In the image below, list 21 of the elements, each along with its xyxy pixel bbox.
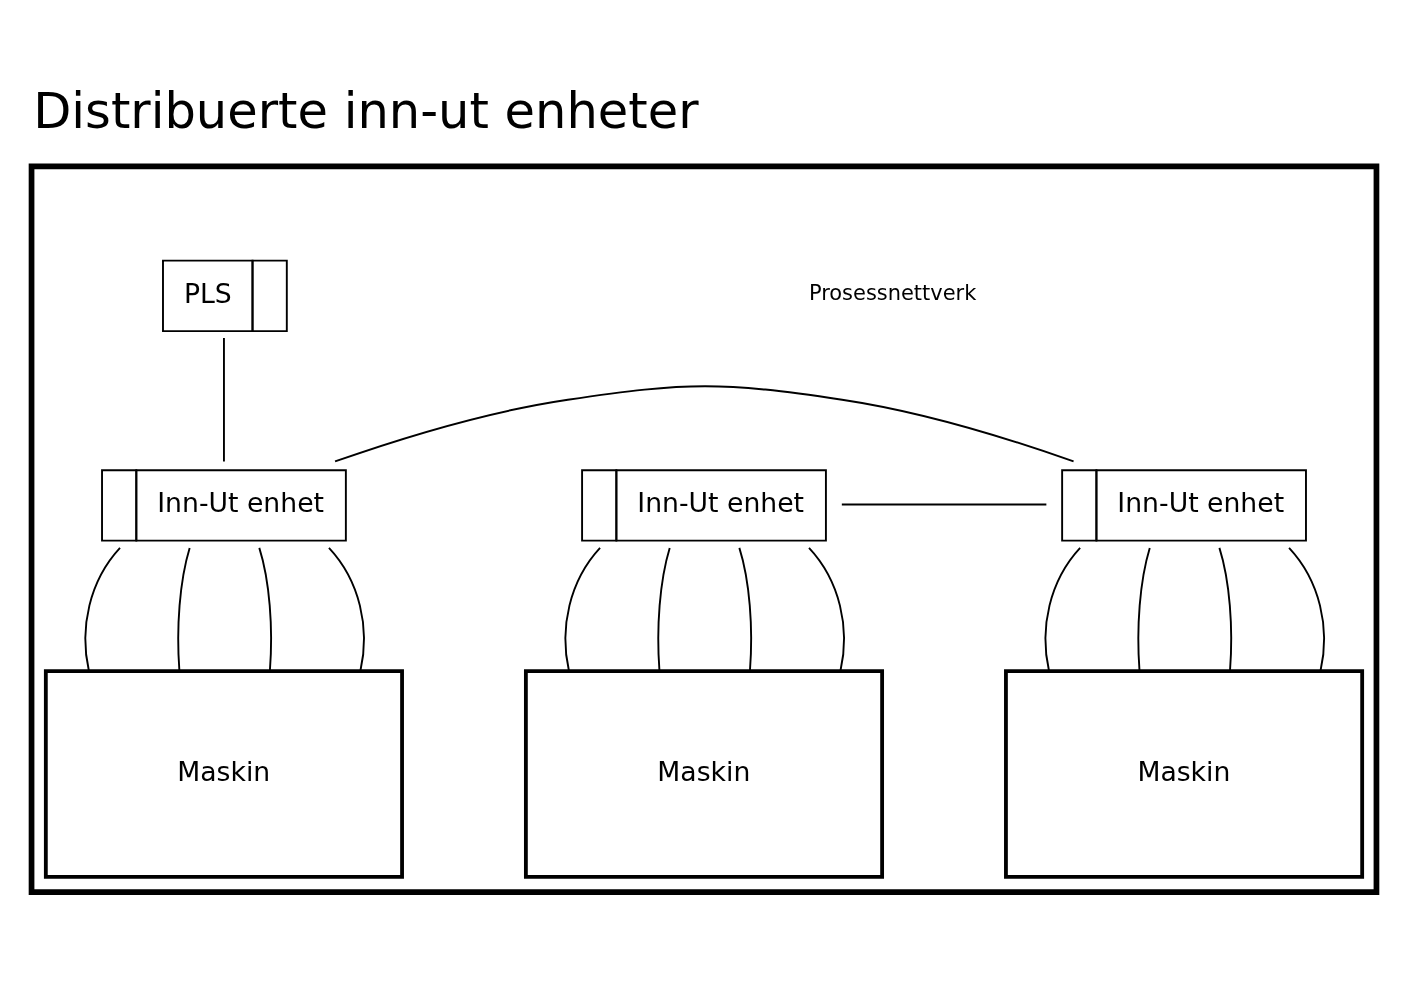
connector (258, 546, 273, 672)
connector (328, 546, 365, 672)
diagram-title: Distribuerte inn-ut enheter (33, 81, 699, 140)
node-box: Maskin (43, 669, 404, 879)
node-box: Maskin (523, 669, 885, 879)
connector (808, 546, 845, 672)
connector (840, 503, 1048, 506)
connector (334, 385, 1075, 463)
node-box: Maskin (1004, 669, 1365, 879)
connector (1288, 546, 1325, 672)
connector (1044, 546, 1082, 672)
cluster (28, 163, 1380, 895)
connector (223, 337, 225, 463)
connector (84, 546, 121, 672)
connector (738, 546, 753, 672)
connector (1137, 546, 1151, 672)
connector (1218, 546, 1233, 672)
connector (657, 546, 671, 672)
label: Prosessnettverk (808, 281, 977, 306)
connector (564, 546, 601, 672)
connector (177, 546, 191, 672)
